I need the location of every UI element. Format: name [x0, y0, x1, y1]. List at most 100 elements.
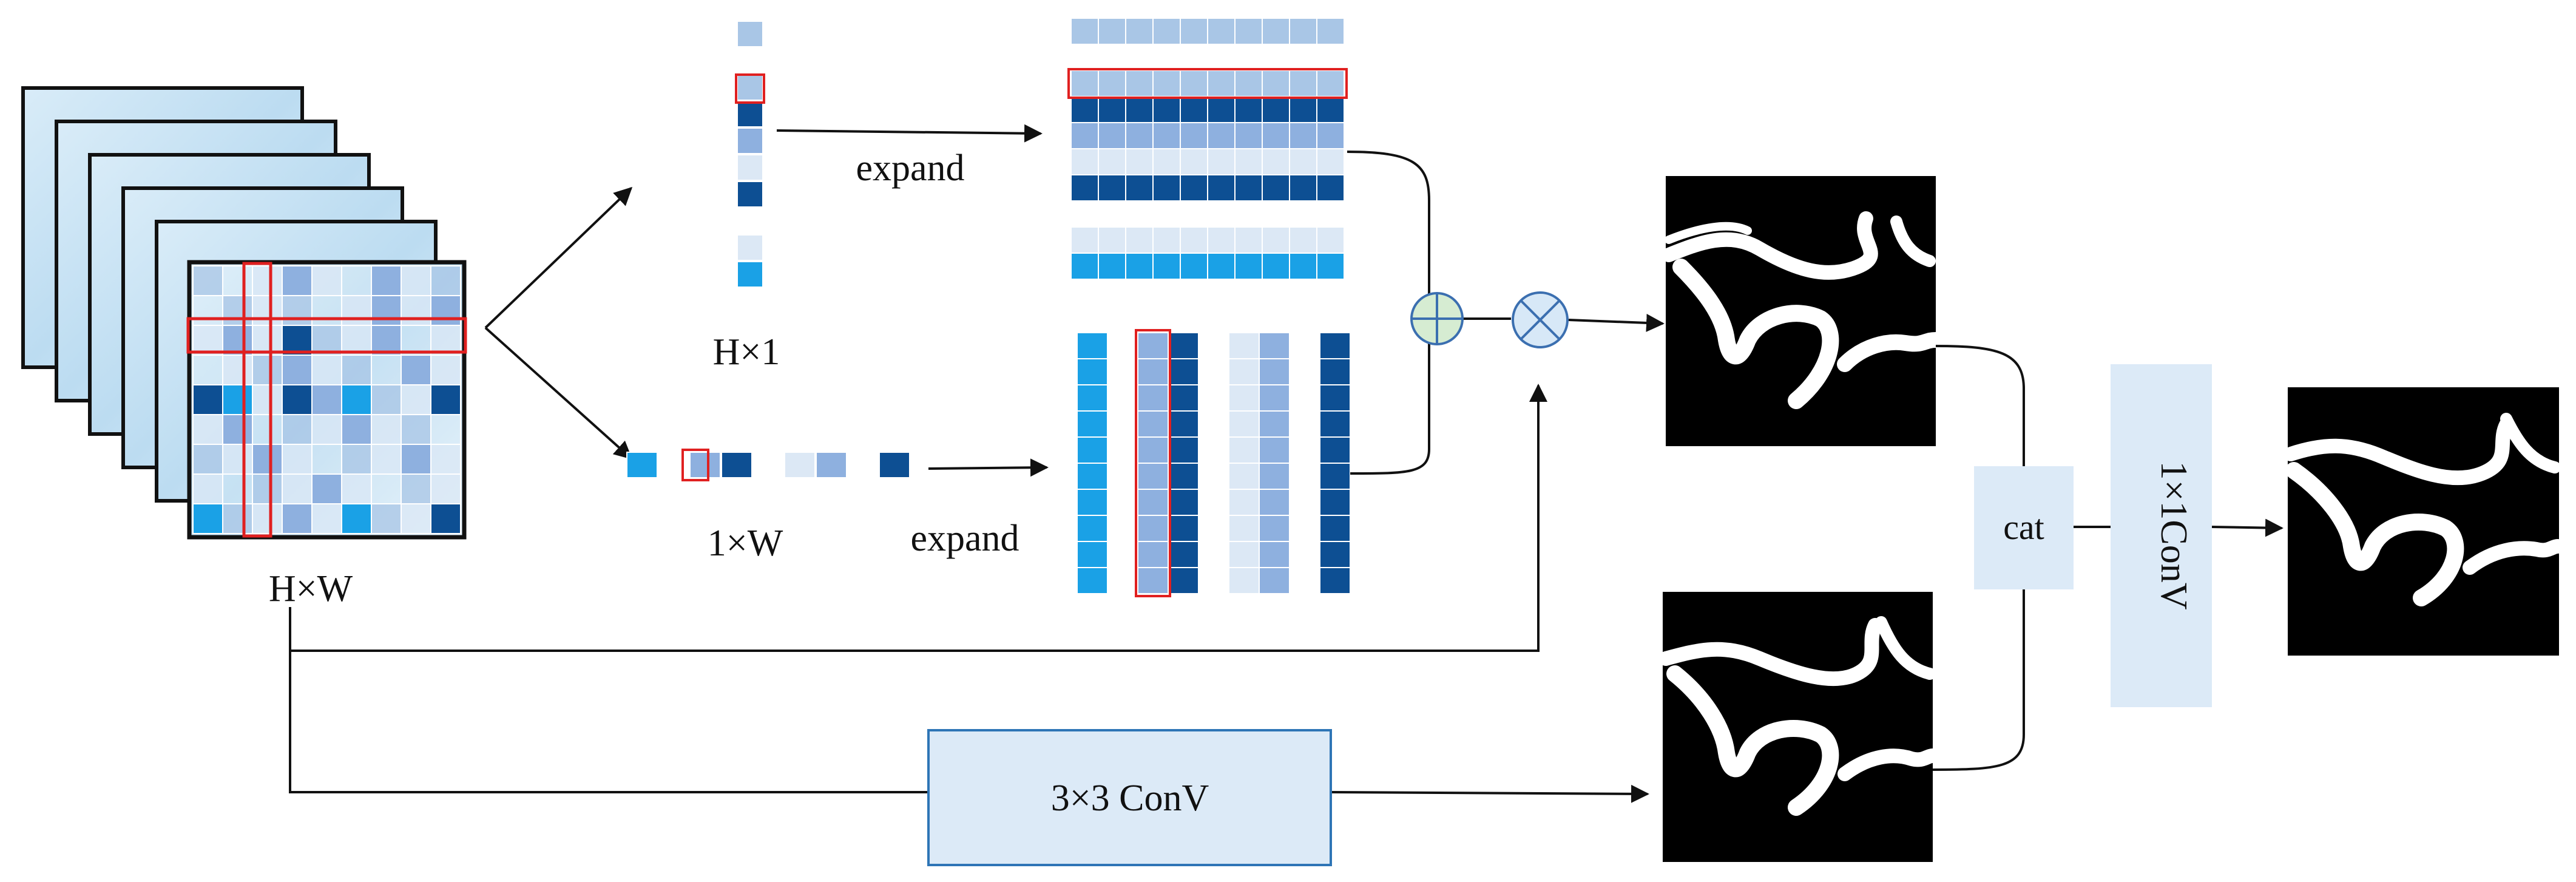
expanded-bottom-cell: [1107, 332, 1138, 359]
grid-cell: [192, 503, 223, 534]
grid-cell: [282, 503, 313, 534]
grid-cell: [192, 414, 223, 445]
grid-cell: [341, 265, 372, 296]
expanded-top-cell: [1234, 122, 1263, 149]
expanded-bottom-cell: [1137, 541, 1169, 568]
conv1x1-block: 1×1ConV: [2111, 364, 2212, 707]
expanded-top-cell: [1316, 226, 1345, 254]
expanded-top-cell: [1234, 148, 1263, 175]
expanded-bottom-cell: [1107, 384, 1138, 412]
expanded-top-cell: [1180, 96, 1208, 123]
grid-cell: [282, 295, 313, 326]
expanded-bottom-cell: [1168, 384, 1199, 412]
expanded-top-cell: [1316, 70, 1345, 97]
grid-cell: [430, 414, 461, 445]
grid-cell: [282, 265, 313, 296]
grid-cell: [401, 325, 431, 356]
expanded-bottom-cell: [1077, 384, 1108, 412]
grid-cell: [252, 503, 283, 534]
expanded-bottom-cell: [1228, 384, 1260, 412]
expanded-bottom-cell: [1259, 463, 1290, 490]
multiply-operator: [1512, 291, 1569, 348]
grid-cell: [341, 503, 372, 534]
expanded-bottom-cell: [1319, 489, 1351, 516]
expanded-top-cell: [1125, 148, 1154, 175]
expanded-bottom-cell: [1289, 332, 1320, 359]
grid-cell: [252, 414, 283, 445]
expanded-bottom-cell: [1107, 489, 1138, 516]
expanded-bottom-cell: [1168, 515, 1199, 542]
row-vector-cell: [847, 452, 879, 478]
conv3-output-arrow: [1330, 784, 1649, 803]
expanded-bottom-cell: [1137, 436, 1169, 464]
expanded-top-cell: [1125, 96, 1154, 123]
grid-cell: [430, 444, 461, 475]
grid-cell: [311, 265, 342, 296]
multiply-to-attention-arrow: [1568, 313, 1665, 332]
grid-cell: [222, 444, 253, 475]
grid-cell: [341, 295, 372, 326]
expanded-bottom-cell: [1198, 567, 1229, 594]
expanded-top-cell: [1262, 174, 1290, 202]
column-vector-size-label: H×1: [713, 331, 780, 373]
expanded-bottom-cell: [1168, 332, 1199, 359]
expanded-top-cell: [1180, 226, 1208, 254]
expanded-top-cell: [1180, 174, 1208, 202]
grid-cell: [341, 384, 372, 415]
expanded-bottom-cell: [1319, 332, 1351, 359]
grid-cell: [282, 384, 313, 415]
expanded-bottom-cell: [1289, 358, 1320, 385]
expanded-top-cell: [1098, 18, 1126, 45]
grid-cell: [222, 414, 253, 445]
expanded-top-cell: [1152, 70, 1181, 97]
expanded-top-cell: [1262, 200, 1290, 228]
expanded-bottom-cell: [1107, 463, 1138, 490]
grid-cell: [371, 384, 402, 415]
bracket-connector: [1347, 151, 1430, 475]
expanded-top-cell: [1152, 226, 1181, 254]
expanded-bottom-cell: [1228, 410, 1260, 438]
conv3x3-block: 3×3 ConV: [927, 729, 1332, 866]
expanded-bottom-cell: [1228, 332, 1260, 359]
expanded-top-cell: [1289, 96, 1317, 123]
expanded-bottom-cell: [1168, 463, 1199, 490]
expanded-bottom-cell: [1168, 410, 1199, 438]
expanded-top-cell: [1207, 226, 1236, 254]
expanded-top-cell: [1207, 253, 1236, 280]
expanded-bottom-cell: [1319, 384, 1351, 412]
expanded-bottom-cell: [1137, 567, 1169, 594]
column-vector-cell: [737, 181, 763, 208]
grid-cell: [430, 354, 461, 385]
expanded-bottom-cell: [1228, 541, 1260, 568]
grid-cell: [282, 414, 313, 445]
expanded-bottom-cell: [1259, 436, 1290, 464]
expanded-top-cell: [1262, 70, 1290, 97]
expanded-bottom-cell: [1107, 567, 1138, 594]
grid-cell: [282, 325, 313, 356]
grid-cell: [222, 473, 253, 504]
grid-cell: [341, 473, 372, 504]
expanded-bottom-cell: [1319, 541, 1351, 568]
grid-cell: [222, 384, 253, 415]
grid-cell: [401, 384, 431, 415]
expanded-top-cell: [1316, 96, 1345, 123]
expanded-top-cell: [1207, 122, 1236, 149]
expanded-bottom-cell: [1289, 489, 1320, 516]
expanded-bottom-cell: [1289, 567, 1320, 594]
column-vector-cell: [737, 261, 763, 288]
expanded-bottom-cell: [1137, 358, 1169, 385]
grid-cell: [430, 295, 461, 326]
row-vector-cell: [816, 452, 847, 478]
add-operator: [1410, 292, 1464, 345]
expanded-top-cell: [1070, 200, 1099, 228]
grid-cell: [192, 265, 223, 296]
expanded-bottom-cell: [1198, 541, 1229, 568]
expanded-bottom-cell: [1107, 436, 1138, 464]
attention-output-image: [1662, 176, 1944, 446]
expanded-top-cell: [1180, 253, 1208, 280]
expanded-bottom-cell: [1077, 410, 1108, 438]
expanded-bottom-cell: [1137, 515, 1169, 542]
split-arrows: [484, 186, 633, 460]
expanded-bottom-cell: [1319, 515, 1351, 542]
expanded-top-cell: [1234, 226, 1263, 254]
